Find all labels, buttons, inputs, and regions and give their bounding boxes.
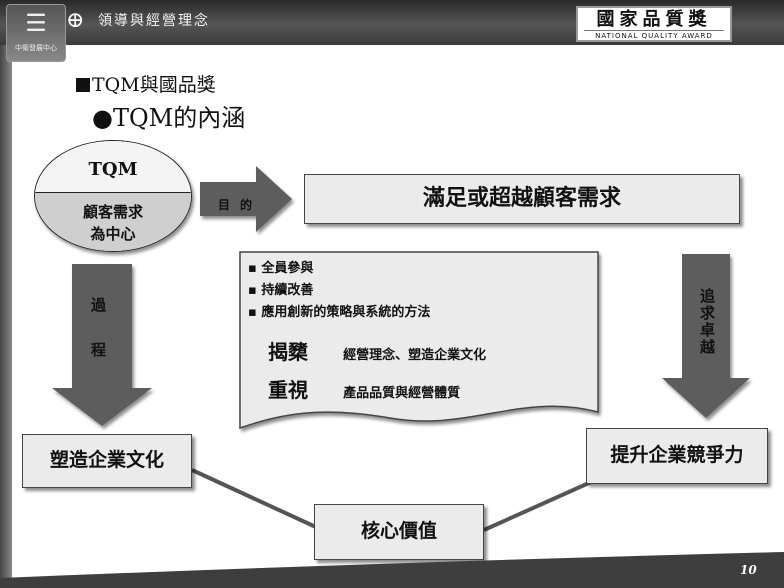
logo-caption: 中衛發展中心: [15, 44, 57, 52]
highlight-key: 揭櫫: [268, 340, 308, 364]
bullet-item: 全員參與: [248, 258, 430, 280]
bullet-item: 持續改善: [248, 280, 430, 302]
circle-bottom: 顧客需求 為中心: [35, 193, 191, 251]
highlights: 揭櫫 經營理念、塑造企業文化 重視 產品品質與經營體質: [268, 336, 598, 412]
award-logo: 國家品質獎 NATIONAL QUALITY AWARD: [576, 6, 732, 42]
culture-box: 塑造企業文化: [22, 434, 192, 488]
crosshair-icon: ⊕: [66, 8, 85, 33]
process-arrow: [52, 264, 152, 426]
process-arrow-label: 過程: [89, 297, 107, 387]
goal-arrow: [200, 166, 292, 232]
highlight-key: 重視: [268, 378, 308, 402]
slide-title: TQM與國品獎: [76, 70, 216, 97]
goal-arrow-label: 目的: [218, 198, 263, 212]
circle-bottom-line1: 顧客需求: [82, 203, 143, 221]
award-name: 國家品質獎: [596, 9, 712, 30]
highlight-value: 產品品質與經營體質: [343, 386, 461, 401]
circle-top-label: TQM: [35, 141, 191, 193]
connector-core-compete: [483, 476, 601, 532]
highlight-value: 經營理念、塑造企業文化: [343, 348, 487, 363]
core-values-box: 核心價值: [314, 504, 484, 560]
competitiveness-box: 提升企業競爭力: [586, 428, 768, 484]
square-bullet-icon: [76, 78, 90, 92]
highlight-row: 重視 產品品質與經營體質: [268, 374, 598, 412]
side-bar: [0, 45, 12, 588]
circle-bottom-line2: 為中心: [90, 225, 136, 243]
slide-title-text: TQM與國品獎: [92, 74, 216, 96]
page-number: 10: [740, 563, 757, 577]
bullet-list: 全員參與 持續改善 應用創新的策略與系統的方法: [248, 258, 430, 324]
organization-logo: ☰ 中衛發展中心: [6, 4, 66, 62]
highlight-row: 揭櫫 經營理念、塑造企業文化: [268, 336, 598, 374]
excellence-arrow: [662, 254, 750, 418]
footer-swoosh: [0, 552, 784, 588]
bullet-item: 應用創新的策略與系統的方法: [248, 302, 430, 324]
goal-box: 滿足或超越顧客需求: [304, 174, 740, 224]
award-english: NATIONAL QUALITY AWARD: [584, 30, 724, 41]
logo-emblem-icon: ☰: [25, 9, 47, 37]
slide-subtitle: ●TQM的內涵: [92, 104, 246, 132]
tqm-circle: TQM 顧客需求 為中心: [34, 140, 192, 252]
connector-culture-core: [191, 468, 319, 530]
excellence-arrow-label: 追求卓越: [698, 288, 716, 356]
header-title: 領導與經營理念: [98, 13, 210, 29]
